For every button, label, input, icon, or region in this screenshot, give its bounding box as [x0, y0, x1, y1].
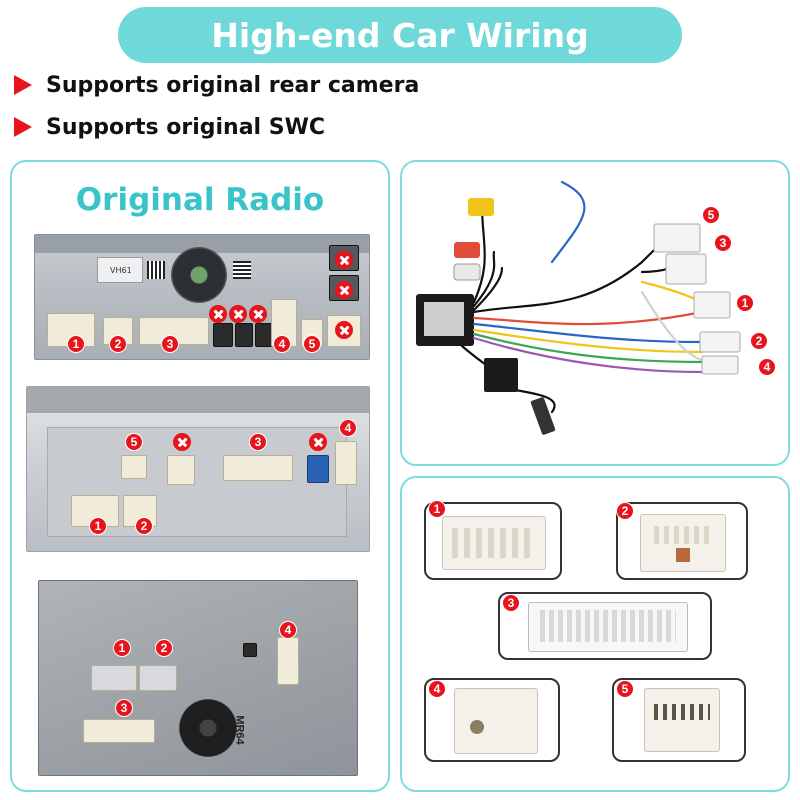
- feature-text: Supports original rear camera: [46, 72, 420, 98]
- connector-badge: 5: [702, 206, 720, 224]
- harness-connector-4: [701, 355, 739, 375]
- stamp-text: MR64: [231, 705, 249, 755]
- wiring-harness-illustration: [416, 180, 741, 435]
- not-used-x-icon: [309, 433, 327, 451]
- connector-card-2: [616, 502, 748, 580]
- connector-badge: 3: [714, 234, 732, 252]
- radio-unit-3-photo: MR64 1 2 4 3: [38, 580, 358, 776]
- original-radio-title: Original Radio: [75, 182, 325, 218]
- qr-code: [147, 261, 165, 279]
- feature-text: Supports original SWC: [46, 114, 325, 140]
- rca-yellow: [468, 198, 494, 216]
- not-used-x-icon: [209, 305, 227, 323]
- not-used-x-icon: [335, 281, 353, 299]
- fan-icon: [179, 699, 237, 757]
- not-used-x-icon: [335, 321, 353, 339]
- connector-3: [223, 455, 293, 481]
- red-triangle-icon: [14, 117, 32, 137]
- connector-badge: 1: [67, 335, 85, 353]
- harness-connector-5: [653, 223, 701, 253]
- connector-badge: 3: [249, 433, 267, 451]
- connector-card-5: [612, 678, 746, 762]
- connector-2: [139, 665, 177, 691]
- black-connector: [484, 358, 518, 392]
- connector-badge: 2: [750, 332, 768, 350]
- red-triangle-icon: [14, 75, 32, 95]
- connector-badge: 2: [135, 517, 153, 535]
- connector-3: [83, 719, 155, 743]
- not-used-x-icon: [249, 305, 267, 323]
- page-title-banner: High-end Car Wiring: [118, 7, 682, 63]
- qr-code: [233, 261, 251, 279]
- connector-badge: 2: [155, 639, 173, 657]
- fan-icon: [171, 247, 227, 303]
- harness-connector-3: [665, 253, 707, 285]
- connector-5: [121, 455, 147, 479]
- feature-item: Supports original rear camera: [14, 70, 419, 100]
- connector-4: [335, 441, 357, 485]
- connector-badge: 1: [113, 639, 131, 657]
- connector-unused: [167, 455, 195, 485]
- connector-card-1: [424, 502, 562, 580]
- connector-badge: 3: [502, 594, 520, 612]
- not-used-x-icon: [173, 433, 191, 451]
- radio-unit-2-photo: 5 3 4 1 2: [26, 386, 370, 552]
- connector-badge: 5: [303, 335, 321, 353]
- connector-unused: [235, 323, 253, 347]
- feature-item: Supports original SWC: [14, 112, 325, 142]
- page-title: High-end Car Wiring: [211, 15, 589, 55]
- not-used-x-icon: [229, 305, 247, 323]
- connector-badge: 4: [279, 621, 297, 639]
- harness-connector-2: [699, 331, 741, 353]
- antenna-plug: [530, 397, 556, 435]
- connector-badge: 3: [115, 699, 133, 717]
- connector-badge: 4: [339, 419, 357, 437]
- canbus-label: [424, 302, 464, 336]
- connector-unused: [213, 323, 233, 347]
- connector-closeups-panel: 1 2 3 4 5: [400, 476, 790, 792]
- connector-4: [277, 637, 299, 685]
- connector-badge: 2: [109, 335, 127, 353]
- harness-connector-1: [693, 291, 731, 319]
- connector-badge: 4: [273, 335, 291, 353]
- sticker-label: VH61: [97, 257, 143, 283]
- connector-badge: 4: [758, 358, 776, 376]
- jack: [243, 643, 257, 657]
- connector-card-4: [424, 678, 560, 762]
- connector-unused: [307, 455, 329, 483]
- connector-1: [91, 665, 137, 691]
- original-radio-panel: Original Radio VH61 1 2 3 4 5: [10, 160, 390, 792]
- connector-card-3: [498, 592, 712, 660]
- stamp-label: MR64: [234, 715, 246, 745]
- connector-badge: 1: [428, 500, 446, 518]
- connector-badge: 5: [125, 433, 143, 451]
- wiring-harness-panel: 5 3 1 2 4: [400, 160, 790, 466]
- connector-badge: 1: [89, 517, 107, 535]
- not-used-x-icon: [335, 251, 353, 269]
- rca-red: [454, 242, 480, 258]
- sticker-text: VH61: [110, 266, 132, 275]
- rca-white: [453, 263, 481, 281]
- connector-badge: 5: [616, 680, 634, 698]
- connector-badge: 1: [736, 294, 754, 312]
- radio-unit-1-photo: VH61 1 2 3 4 5: [34, 234, 370, 360]
- connector-badge: 3: [161, 335, 179, 353]
- connector-badge: 4: [428, 680, 446, 698]
- connector-badge: 2: [616, 502, 634, 520]
